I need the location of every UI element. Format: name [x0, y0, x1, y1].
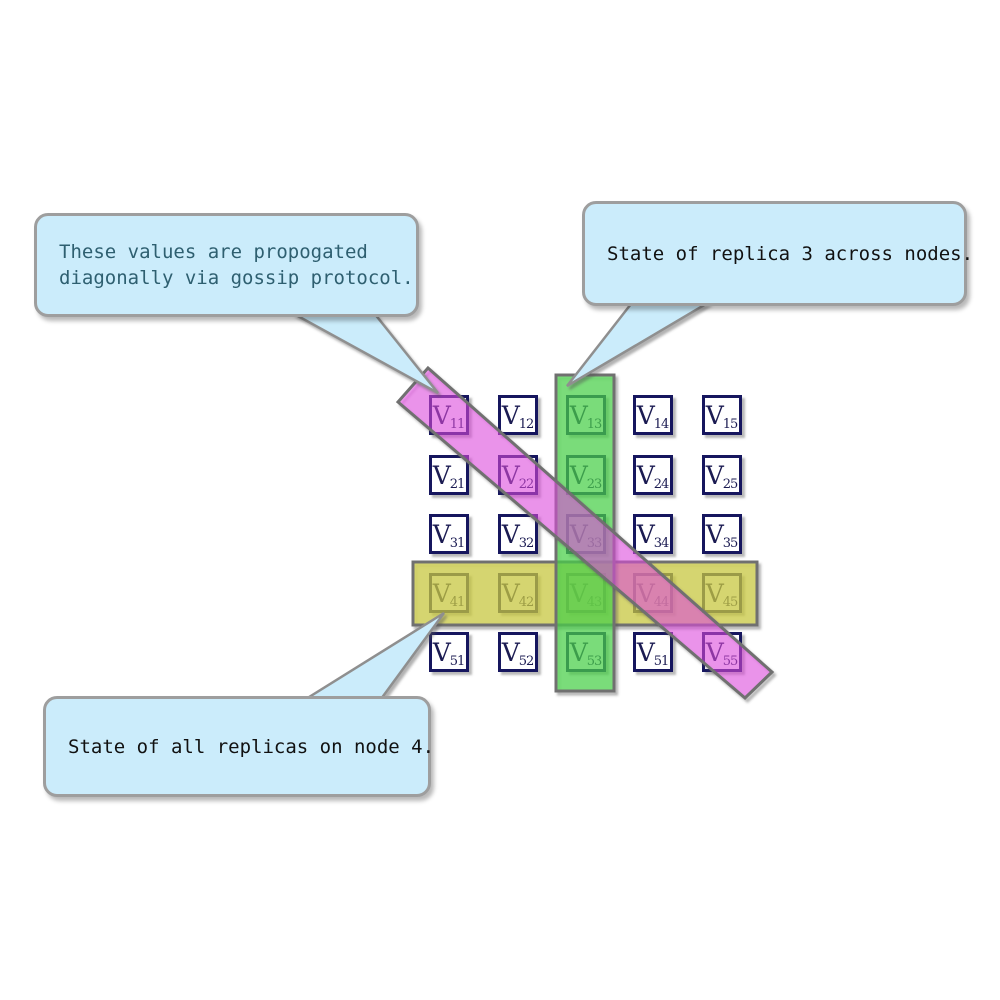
cell-subscript: 51 — [653, 653, 670, 669]
callout-replica3-text: State of replica 3 across nodes. — [607, 242, 974, 265]
cell-base-label: V — [636, 637, 655, 667]
cell-subscript: 35 — [722, 535, 739, 551]
cell-base-label: V — [705, 578, 724, 608]
cell-base-label: V — [501, 460, 520, 490]
cell-base-label: V — [432, 637, 451, 667]
cell-base-label: V — [569, 637, 588, 667]
cell-subscript: 22 — [518, 476, 535, 492]
callout-gossip: These values are propogated diagonally v… — [34, 213, 419, 317]
cell-base-label: V — [501, 578, 520, 608]
cell-base-label: V — [705, 637, 724, 667]
callout-gossip-line1: These values are propogated — [59, 241, 368, 263]
cell-subscript: 23 — [586, 476, 603, 492]
cell-subscript: 13 — [586, 416, 603, 432]
cell-base-label: V — [432, 400, 451, 430]
cell-base-label: V — [569, 519, 588, 549]
cell-subscript: 24 — [653, 476, 670, 492]
callout-replica3: State of replica 3 across nodes. — [582, 201, 974, 306]
cell-base-label: V — [569, 460, 588, 490]
cell-subscript: 45 — [722, 594, 739, 610]
cell-base-label: V — [705, 519, 724, 549]
cell-subscript: 43 — [586, 594, 603, 610]
cell-base-label: V — [569, 400, 588, 430]
cell-subscript: 15 — [722, 416, 739, 432]
cell-subscript: 42 — [518, 594, 535, 610]
cell-base-label: V — [501, 519, 520, 549]
callout-node-tail — [301, 611, 446, 701]
cell-base-label: V — [636, 400, 655, 430]
cell-base-label: V — [432, 519, 451, 549]
callout-gossip-line2: diagonally via gossip protocol. — [59, 267, 414, 289]
cell-subscript: 31 — [449, 535, 466, 551]
cell-subscript: 55 — [722, 653, 739, 669]
cell-base-label: V — [705, 460, 724, 490]
callout-node4-text: State of all replicas on node 4. — [68, 735, 435, 758]
cell-subscript: 52 — [518, 653, 535, 669]
cell-base-label: V — [501, 400, 520, 430]
cell-subscript: 41 — [449, 594, 466, 610]
cell-base-label: V — [636, 460, 655, 490]
cell-base-label: V — [432, 460, 451, 490]
cell-subscript: 32 — [518, 535, 535, 551]
cell-subscript: 34 — [653, 535, 670, 551]
cell-subscript: 33 — [586, 535, 603, 551]
callout-gossip-tail — [291, 311, 439, 395]
cell-base-label: V — [636, 519, 655, 549]
cell-base-label: V — [569, 578, 588, 608]
callout-replica-tail — [566, 302, 711, 388]
cell-base-label: V — [501, 637, 520, 667]
callout-node4: State of all replicas on node 4. — [43, 696, 435, 797]
cell-subscript: 14 — [653, 416, 670, 432]
cell-subscript: 51 — [449, 653, 466, 669]
cell-base-label: V — [705, 400, 724, 430]
cell-subscript: 12 — [518, 416, 535, 432]
cell-subscript: 21 — [449, 476, 466, 492]
cell-base-label: V — [432, 578, 451, 608]
cell-subscript: 44 — [653, 594, 670, 610]
cell-subscript: 25 — [722, 476, 739, 492]
cell-subscript: 11 — [449, 416, 466, 432]
cell-subscript: 53 — [586, 653, 603, 669]
cell-base-label: V — [636, 578, 655, 608]
